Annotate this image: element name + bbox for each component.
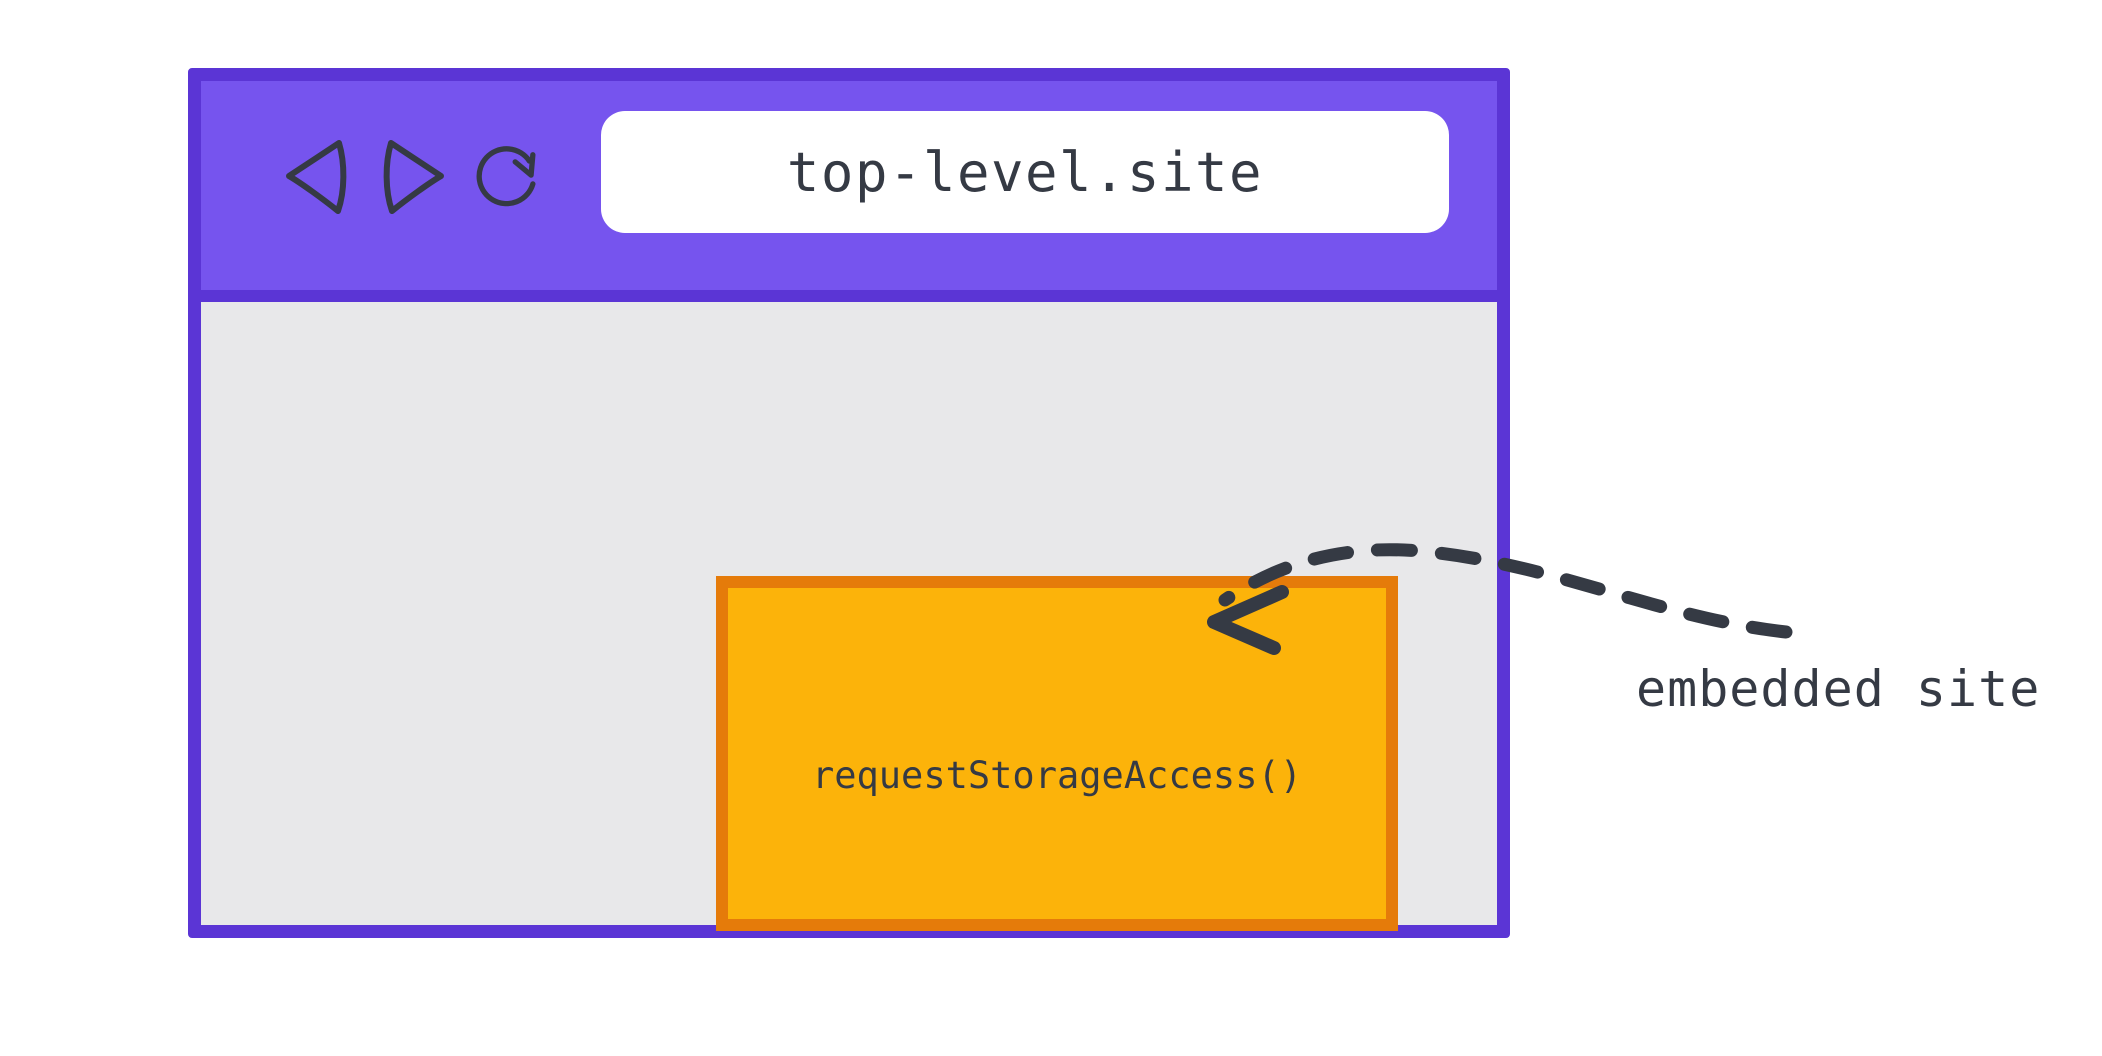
forward-triangle-icon[interactable] (375, 133, 451, 219)
browser-window: top-level.site requestStorageAccess() (188, 68, 1510, 938)
back-triangle-icon[interactable] (279, 133, 355, 219)
request-storage-access-label: requestStorageAccess() (811, 754, 1303, 797)
reload-circular-arrow-icon[interactable] (471, 133, 547, 219)
embedded-site-frame[interactable]: requestStorageAccess() (716, 576, 1398, 931)
embedded-site-annotation-label: embedded site (1636, 660, 2041, 718)
navigation-controls (279, 133, 547, 219)
browser-toolbar: top-level.site (201, 81, 1497, 302)
url-text[interactable]: top-level.site (786, 140, 1264, 204)
url-bar[interactable]: top-level.site (601, 111, 1449, 233)
